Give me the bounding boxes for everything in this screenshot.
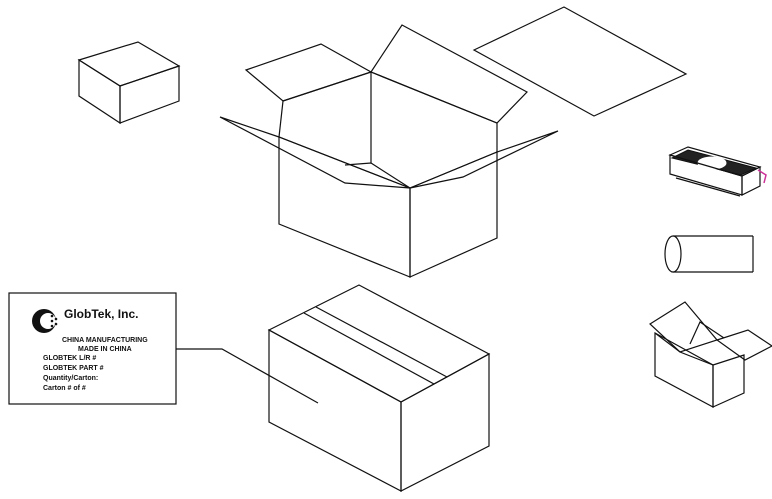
cylinder-end-cap — [664, 235, 682, 273]
small-open-box-side-face — [712, 354, 745, 408]
label-line-carton-count: Carton # of # — [43, 385, 86, 392]
label-line-part-number: GLOBTEK PART # — [43, 365, 104, 372]
closed-carton-front-face — [268, 328, 402, 492]
open-carton-back-right-flap — [370, 24, 528, 124]
cylinder-tube — [664, 235, 754, 273]
shipping-label-border — [8, 292, 177, 405]
adapter-side-face — [741, 166, 761, 196]
closed-carton-tape-edge-bottom — [303, 312, 435, 385]
label-line-china-manufacturing: CHINA MANUFACTURING — [62, 337, 148, 344]
label-line-lr-number: GLOBTEK L/R # — [43, 355, 96, 362]
label-brand-text: GlobTek, Inc. — [64, 307, 138, 321]
globtek-logo-icon — [32, 309, 58, 333]
open-carton-inner-bottom — [344, 162, 411, 189]
label-line-quantity: Quantity/Carton: — [43, 375, 98, 382]
open-carton-back-rim — [282, 71, 498, 124]
small-box-right-face — [119, 65, 180, 124]
small-open-box — [649, 301, 772, 409]
shipping-label: GlobTek, Inc. CHINA MANUFACTURING MADE I… — [8, 292, 177, 405]
adapter-cord-icon — [757, 169, 767, 184]
small-open-box-back-flap — [689, 321, 725, 345]
label-leader-line — [176, 348, 319, 404]
open-carton-front-right-face — [409, 151, 498, 278]
small-box-left-face — [78, 58, 121, 125]
small-closed-box — [77, 41, 181, 125]
open-carton-front-right-flap — [409, 130, 559, 189]
closed-carton-top-face — [267, 284, 491, 403]
closed-carton-side-face — [400, 352, 490, 492]
adapter-base-line — [675, 177, 741, 197]
closed-carton — [267, 284, 491, 492]
open-carton — [219, 24, 559, 278]
small-box-top-face — [77, 41, 181, 87]
small-open-box-rim — [654, 332, 714, 366]
flat-sheet — [472, 6, 688, 117]
power-adapter — [668, 146, 767, 197]
closed-carton-tape-edge-top — [315, 306, 448, 378]
open-carton-front-left-flap — [219, 116, 411, 189]
label-line-made-in-china: MADE IN CHINA — [78, 346, 132, 353]
small-open-box-right-flap — [715, 329, 772, 361]
open-carton-rim-left — [278, 100, 284, 138]
